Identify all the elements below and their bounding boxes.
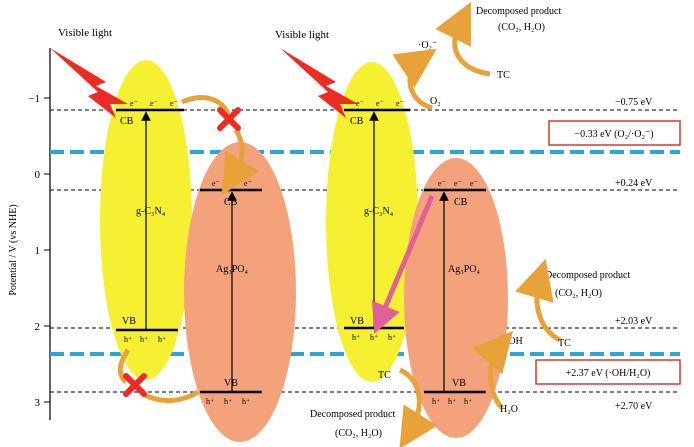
- left-agp-hole-1: h⁺: [206, 397, 214, 406]
- left-blocked-cross-top-icon: [217, 107, 241, 131]
- right-gcn-label: g-C₃N₄: [364, 206, 394, 217]
- right-gcn-vb-label: VB: [350, 316, 364, 327]
- right-h2o-label: H₂O: [500, 404, 518, 415]
- right-gcn-hole-3: h⁺: [388, 333, 396, 342]
- right-agp-electron-3: e⁻: [470, 179, 478, 188]
- right-agp-label: Ag₃PO₄: [448, 264, 480, 275]
- left-gcn-hole-3: h⁺: [158, 335, 166, 344]
- right-tc-top-label: TC: [497, 70, 510, 81]
- level-label-2: +0.24 eV: [615, 178, 653, 189]
- left-gcn-electron-2: e⁻: [150, 99, 158, 108]
- left-agp-label: Ag₃PO₄: [216, 264, 248, 275]
- tick-label-1: 1: [35, 245, 41, 257]
- right-decomposed-mid-label: Decomposed product: [545, 270, 630, 281]
- right-gcn-cb-label: CB: [350, 116, 364, 127]
- right-gcn-electron-3: e⁻: [396, 99, 404, 108]
- right-agp-cb-label: CB: [454, 197, 468, 208]
- right-lightning-icon: [280, 48, 358, 118]
- left-gcn-electron-3: e⁻: [170, 99, 178, 108]
- right-gcn-electron-1: e⁻: [356, 99, 364, 108]
- left-blocked-cross-bottom-icon: [123, 373, 147, 397]
- right-gcn-electron-2: e⁻: [376, 99, 384, 108]
- left-gcn-electron-1: e⁻: [130, 99, 138, 108]
- left-gcn-hole-1: h⁺: [124, 335, 132, 344]
- left-gcn-vb-label: VB: [122, 316, 136, 327]
- right-agp-vb-label: VB: [452, 378, 466, 389]
- tick-label-2: 2: [35, 321, 41, 333]
- right-tc-top-arrow: [435, 2, 491, 77]
- right-agp-electron-1: e⁻: [438, 179, 446, 188]
- right-decomposed-bottom-label: Decomposed product: [310, 409, 395, 420]
- tick-label-3: 3: [35, 397, 41, 409]
- left-agp-ellipse: [184, 142, 296, 442]
- left-agp-hole-2: h⁺: [224, 397, 232, 406]
- left-agp-electron-1: e⁻: [212, 179, 220, 188]
- left-blocked-arrow-bottom-b: [143, 389, 200, 404]
- level-label-1: −0.75 eV: [615, 97, 653, 108]
- right-decomposed-top-label: Decomposed product: [476, 6, 561, 17]
- left-blocked-arrow-top-b: [221, 128, 260, 196]
- right-visible-light-label: Visible light: [275, 29, 329, 41]
- left-blocked-arrow-bottom-a: [117, 348, 131, 384]
- right-tc-bottom-label: TC: [378, 370, 391, 381]
- y-axis-title: Potential / V (vs NHE): [8, 204, 19, 295]
- left-agp-cb-label: CB: [224, 197, 238, 208]
- right-gcn-hole-2: h⁺: [370, 333, 378, 342]
- right-products-bottom-label: (CO₂, H₂O): [335, 428, 382, 439]
- o2-potential-label: −0.33 eV (O₂/·O₂⁻): [574, 129, 653, 140]
- right-agp-hole-1: h⁺: [432, 397, 440, 406]
- tick-label-0: 0: [35, 169, 41, 181]
- right-o2-reduction-arrow: [392, 48, 437, 111]
- right-oh-label: ·OH: [505, 336, 523, 347]
- left-agp-electron-2: e⁻: [228, 179, 236, 188]
- left-gcn-hole-2: h⁺: [140, 335, 148, 344]
- right-agp-hole-2: h⁺: [448, 397, 456, 406]
- left-gcn-cb-label: CB: [120, 116, 134, 127]
- y-ticks: [44, 97, 50, 403]
- level-label-4: +2.70 eV: [615, 401, 653, 412]
- right-products-top-label: (CO₂, H₂O): [498, 22, 545, 33]
- right-tc-bottom-arrow: [398, 367, 438, 447]
- left-agp-electron-3: e⁻: [244, 179, 252, 188]
- right-o2-label: O₂: [430, 96, 441, 107]
- right-zscheme-transfer-arrow: [371, 195, 435, 334]
- right-gcn-hole-1: h⁺: [352, 333, 360, 342]
- oh-potential-label: +2.37 eV (·OH/H₂O): [566, 368, 651, 379]
- left-lightning-icon: [50, 48, 128, 118]
- right-tc-mid-label: TC: [558, 338, 571, 349]
- left-blocked-arrow-top-a: [181, 95, 231, 116]
- left-visible-light-label: Visible light: [58, 27, 112, 39]
- right-agp-electron-2: e⁻: [454, 179, 462, 188]
- right-agp-hole-3: h⁺: [464, 397, 472, 406]
- left-gcn-label: g-C₃N₄: [136, 206, 166, 217]
- left-agp-vb-label: VB: [224, 378, 238, 389]
- oh-potential-box: [535, 359, 681, 385]
- right-h2o-oxidation-arrow: [471, 330, 514, 410]
- right-products-mid-label: (CO₂, H₂O): [555, 288, 602, 299]
- left-agp-hole-3: h⁺: [242, 397, 250, 406]
- tick-label-m1: −1: [28, 93, 40, 105]
- level-label-3: +2.03 eV: [615, 316, 653, 327]
- right-superoxide-label: ·O₂⁻: [418, 40, 437, 51]
- o2-potential-box: [548, 120, 681, 146]
- right-tc-mid-arrow: [515, 258, 562, 343]
